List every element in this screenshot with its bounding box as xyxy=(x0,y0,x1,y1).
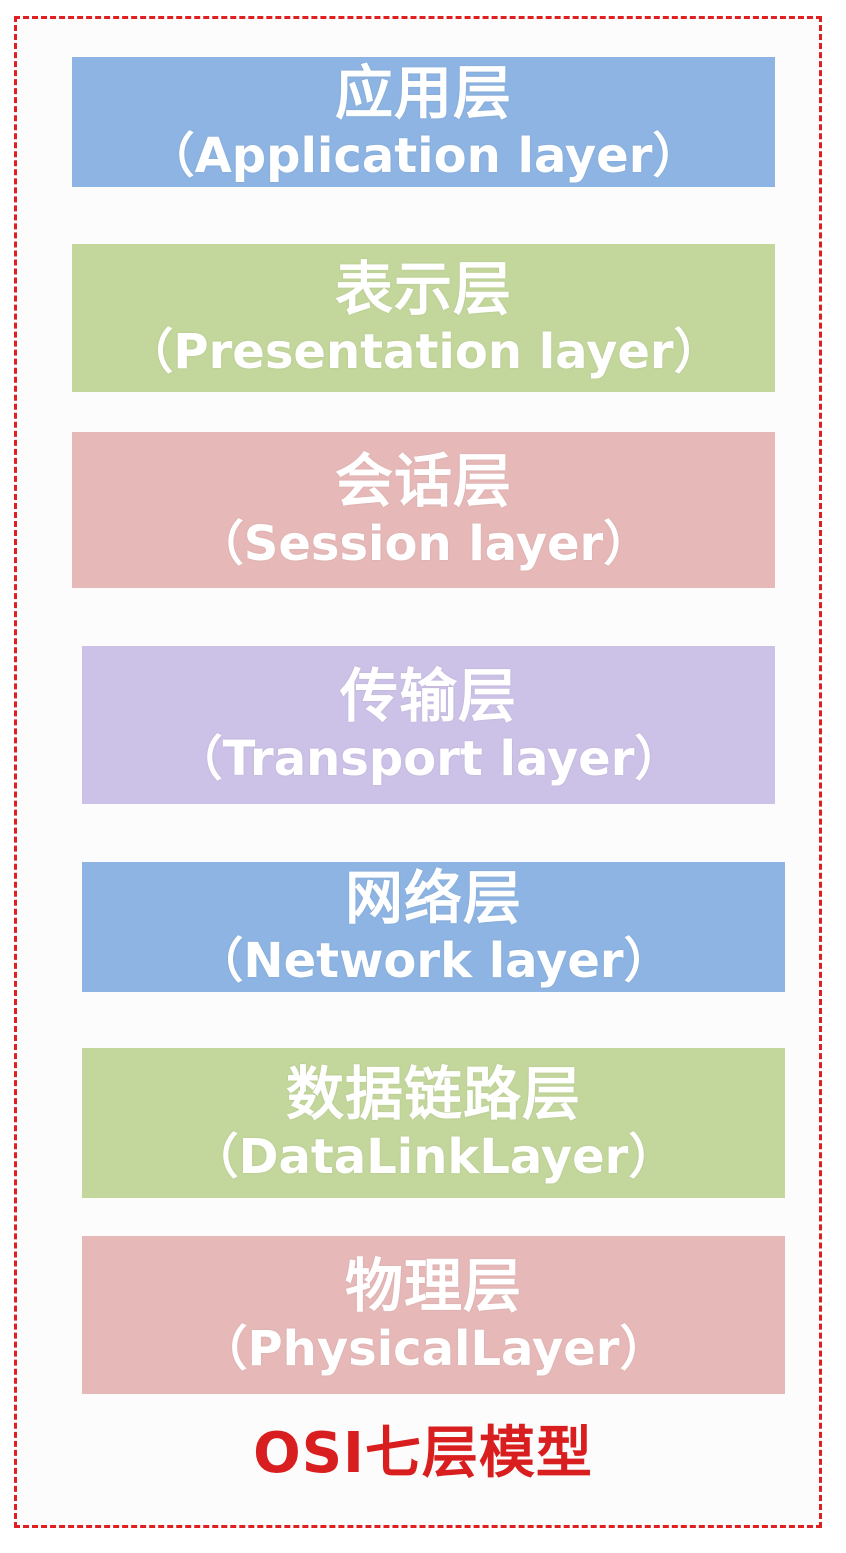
layer-name-en: （Transport layer） xyxy=(174,730,683,787)
layer-name-zh: 会话层 xyxy=(334,446,512,515)
layer-name-en: （Session layer） xyxy=(195,515,652,572)
layer-name-en: （DataLinkLayer） xyxy=(190,1128,677,1185)
layer-transport: 传输层 （Transport layer） xyxy=(82,646,775,804)
layer-name-zh: 物理层 xyxy=(344,1251,522,1320)
layer-presentation: 表示层 （Presentation layer） xyxy=(72,244,775,392)
layer-name-en: （Network layer） xyxy=(195,932,672,989)
layer-application: 应用层 （Application layer） xyxy=(72,57,775,187)
layer-network: 网络层 （Network layer） xyxy=(82,862,785,992)
layer-name-zh: 数据链路层 xyxy=(285,1059,581,1128)
layer-name-en: （Presentation layer） xyxy=(125,323,722,380)
layer-name-zh: 表示层 xyxy=(334,254,512,323)
layer-name-zh: 应用层 xyxy=(334,58,512,127)
layer-physical: 物理层 （PhysicalLayer） xyxy=(82,1236,785,1394)
layer-data-link: 数据链路层 （DataLinkLayer） xyxy=(82,1048,785,1198)
layer-name-en: （Application layer） xyxy=(146,127,701,184)
layer-name-zh: 网络层 xyxy=(344,863,522,932)
diagram-caption: OSI七层模型 xyxy=(253,1421,593,1486)
layer-name-zh: 传输层 xyxy=(339,661,517,730)
layer-session: 会话层 （Session layer） xyxy=(72,432,775,588)
layer-name-en: （PhysicalLayer） xyxy=(199,1320,668,1377)
